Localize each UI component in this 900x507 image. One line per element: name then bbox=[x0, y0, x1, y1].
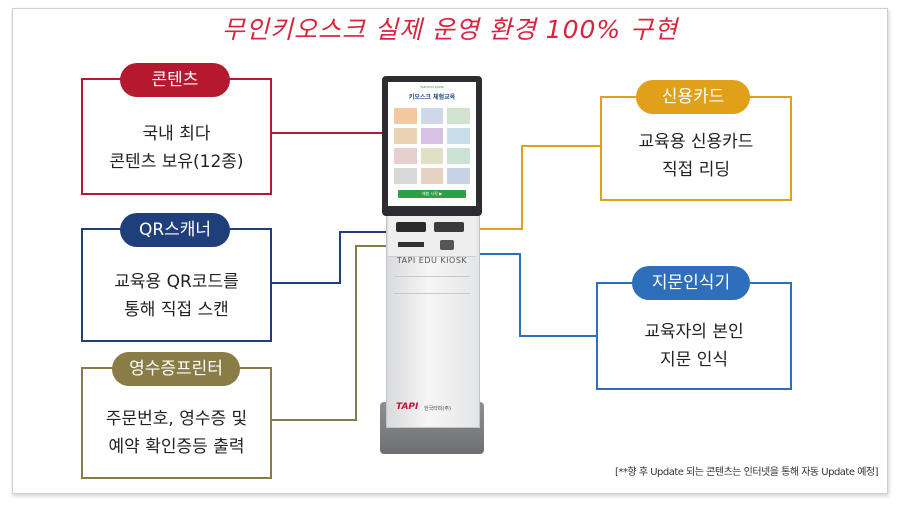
card-reader-slot bbox=[434, 222, 464, 232]
menu-icon[interactable] bbox=[447, 148, 470, 164]
contents-line-1: 국내 최다 bbox=[142, 124, 211, 144]
menu-icon[interactable] bbox=[447, 168, 470, 184]
kiosk-screen: TAPI EDU KIOSK 키오스크 체험교육 체험 시작 ▶ bbox=[388, 82, 476, 206]
card-line-1: 교육용 신용카드 bbox=[638, 132, 754, 152]
menu-icon[interactable] bbox=[394, 128, 417, 144]
kiosk-illustration: TAPI EDU KIOSK 키오스크 체험교육 체험 시작 ▶ TAPI ED… bbox=[376, 72, 486, 462]
menu-icon[interactable] bbox=[420, 108, 444, 124]
finger-line-1: 교육자의 본인 bbox=[644, 322, 744, 342]
qr-box: 교육용 QR코드를 통해 직접 스캔 bbox=[81, 228, 272, 342]
qr-scanner-slot bbox=[396, 222, 426, 232]
contents-line-2: 콘텐츠 보유(12종) bbox=[109, 152, 244, 172]
fingerprint-reader bbox=[440, 240, 454, 250]
menu-icon[interactable] bbox=[447, 108, 470, 124]
menu-icon[interactable] bbox=[420, 128, 444, 144]
contents-box: 국내 최다 콘텐츠 보유(12종) bbox=[81, 78, 272, 195]
line-card bbox=[460, 145, 600, 230]
menu-icon[interactable] bbox=[420, 148, 444, 164]
card-label: 신용카드 bbox=[636, 80, 750, 114]
contents-label: 콘텐츠 bbox=[120, 63, 230, 97]
start-button[interactable]: 체험 시작 ▶ bbox=[398, 190, 466, 198]
kiosk-brand-text: TAPI EDU KIOSK bbox=[396, 256, 468, 265]
finger-line-2: 지문 인식 bbox=[660, 350, 728, 370]
qr-label: QR스캐너 bbox=[120, 213, 230, 247]
line-finger bbox=[465, 253, 598, 337]
printer-line-2: 예약 확인증등 출력 bbox=[108, 437, 245, 457]
qr-line-2: 통해 직접 스캔 bbox=[124, 300, 229, 320]
printer-slot bbox=[398, 242, 424, 247]
screen-top-text: TAPI EDU KIOSK bbox=[420, 85, 444, 89]
update-footnote: [**향 후 Update 되는 콘텐츠는 인터넷을 통해 자동 Update … bbox=[615, 467, 878, 478]
kiosk-info-strip bbox=[394, 276, 470, 294]
printer-line-1: 주문번호, 영수증 및 bbox=[105, 409, 248, 429]
page-title: 무인키오스크 실제 운영 환경 100% 구현 bbox=[221, 15, 679, 44]
menu-icon[interactable] bbox=[447, 128, 470, 144]
menu-icon[interactable] bbox=[394, 108, 417, 124]
menu-icon[interactable] bbox=[394, 168, 417, 184]
tapi-logo: TAPI bbox=[396, 402, 419, 412]
qr-line-1: 교육용 QR코드를 bbox=[114, 272, 239, 292]
card-line-2: 직접 리딩 bbox=[662, 160, 730, 180]
company-name: 한국타피(주) bbox=[424, 406, 451, 412]
screen-title: 키오스크 체험교육 bbox=[408, 94, 456, 101]
finger-box: 교육자의 본인 지문 인식 bbox=[596, 282, 792, 390]
menu-icon[interactable] bbox=[394, 148, 417, 164]
finger-label: 지문인식기 bbox=[632, 266, 750, 300]
menu-icon[interactable] bbox=[420, 168, 444, 184]
line-qr bbox=[268, 231, 420, 284]
printer-label: 영수증프린터 bbox=[112, 352, 240, 386]
menu-grid bbox=[394, 108, 470, 184]
